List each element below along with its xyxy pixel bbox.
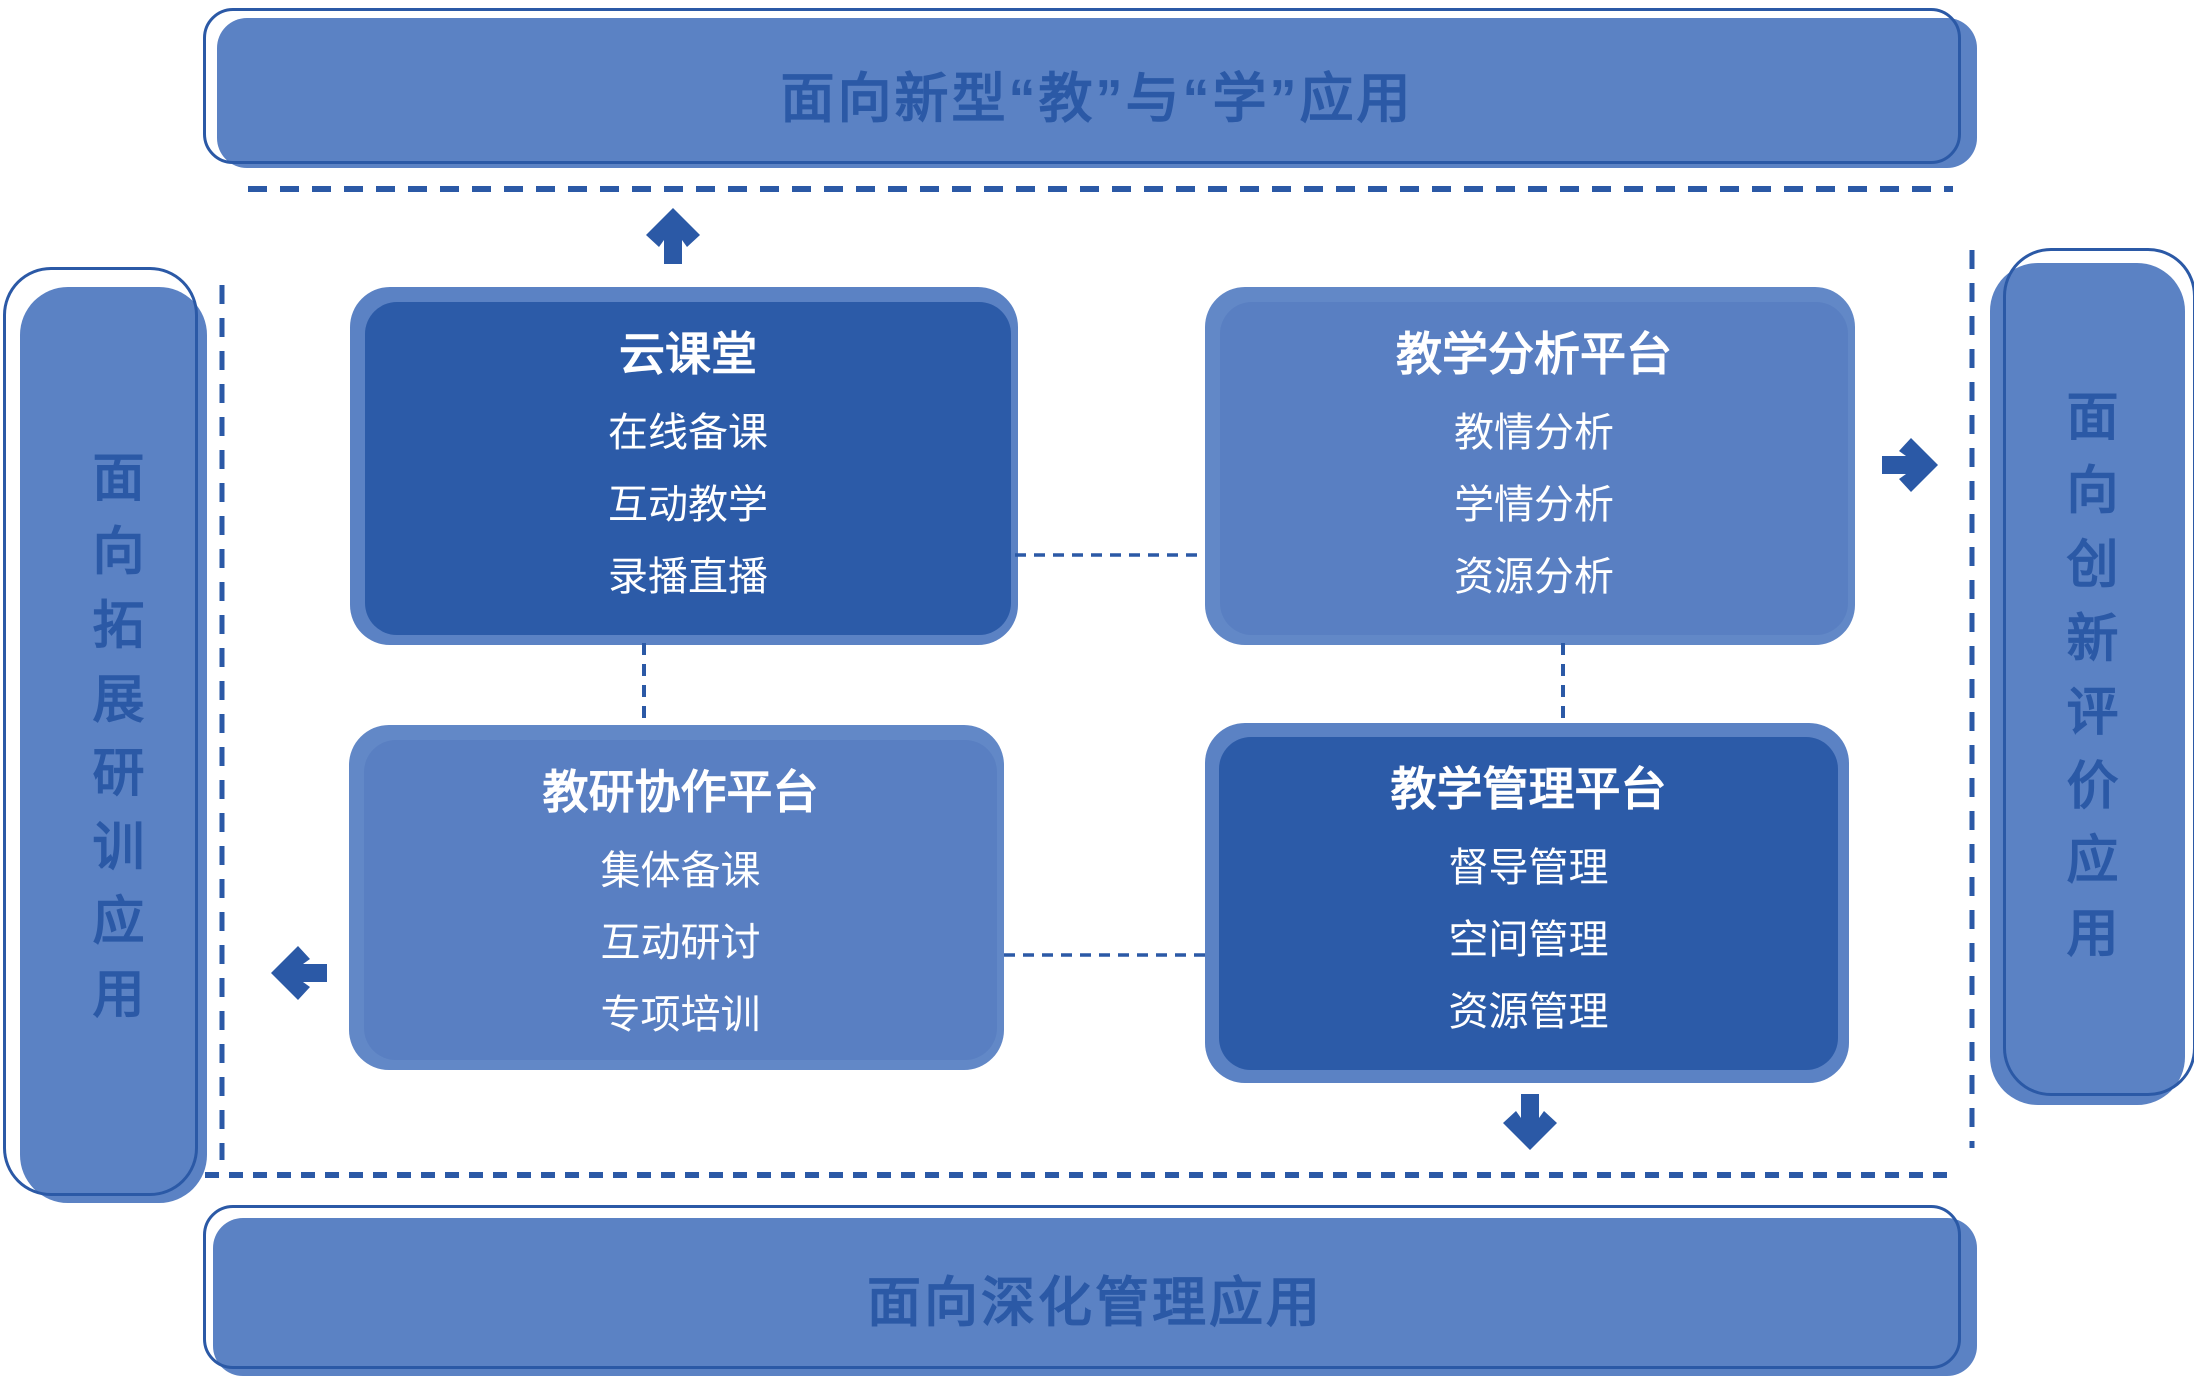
card-title: 云课堂 [619, 328, 757, 380]
list-item: 集体备课 [600, 848, 761, 893]
down-arrow-icon [1503, 1094, 1557, 1150]
banner-bottom-label: 面向深化管理应用 [867, 1272, 1323, 1333]
card-title: 教研协作平台 [542, 766, 819, 818]
platform-card-teaching-management-body: 教学管理平台 督导管理 空间管理 资源管理 [1219, 737, 1838, 1070]
banner-top: 面向新型“教”与“学”应用 [217, 18, 1977, 168]
banner-right: 面向创新评价应用 [1990, 263, 2185, 1105]
card-item-list: 在线备课 互动教学 录播直播 [608, 397, 768, 613]
list-item: 空间管理 [1448, 917, 1609, 962]
list-item: 资源管理 [1448, 989, 1609, 1034]
list-item: 互动教学 [608, 482, 768, 527]
banner-left-label: 面向拓展研训应用 [84, 449, 142, 1041]
up-arrow-icon [646, 208, 700, 264]
platform-card-cloud-classroom: 云课堂 在线备课 互动教学 录播直播 [350, 287, 1018, 645]
banner-bottom: 面向深化管理应用 [213, 1218, 1977, 1376]
list-item: 资源分析 [1454, 554, 1614, 599]
list-item: 专项培训 [600, 992, 761, 1037]
platform-card-cloud-classroom-body: 云课堂 在线备课 互动教学 录播直播 [365, 302, 1011, 635]
platform-card-teaching-management: 教学管理平台 督导管理 空间管理 资源管理 [1205, 723, 1849, 1083]
card-title: 教学管理平台 [1390, 763, 1667, 815]
card-title: 教学分析平台 [1396, 328, 1672, 380]
banner-top-label: 面向新型“教”与“学”应用 [780, 68, 1414, 129]
card-item-list: 教情分析 学情分析 资源分析 [1454, 397, 1614, 613]
list-item: 互动研讨 [600, 920, 761, 965]
card-item-list: 集体备课 互动研讨 专项培训 [601, 835, 761, 1051]
right-arrow-icon [1882, 438, 1938, 492]
platform-card-research-collab-body: 教研协作平台 集体备课 互动研讨 专项培训 [364, 740, 997, 1060]
platform-card-research-collab: 教研协作平台 集体备课 互动研讨 专项培训 [349, 725, 1004, 1070]
platform-card-teaching-analysis: 教学分析平台 教情分析 学情分析 资源分析 [1205, 287, 1855, 645]
list-item: 学情分析 [1454, 482, 1614, 527]
list-item: 录播直播 [608, 554, 768, 599]
list-item: 在线备课 [608, 410, 768, 455]
banner-left: 面向拓展研训应用 [20, 287, 207, 1203]
banner-right-label: 面向创新评价应用 [2058, 388, 2116, 980]
list-item: 督导管理 [1448, 845, 1609, 890]
left-arrow-icon [271, 946, 327, 1000]
card-item-list: 督导管理 空间管理 资源管理 [1449, 832, 1609, 1048]
platform-card-teaching-analysis-body: 教学分析平台 教情分析 学情分析 资源分析 [1220, 302, 1848, 635]
list-item: 教情分析 [1454, 410, 1614, 455]
